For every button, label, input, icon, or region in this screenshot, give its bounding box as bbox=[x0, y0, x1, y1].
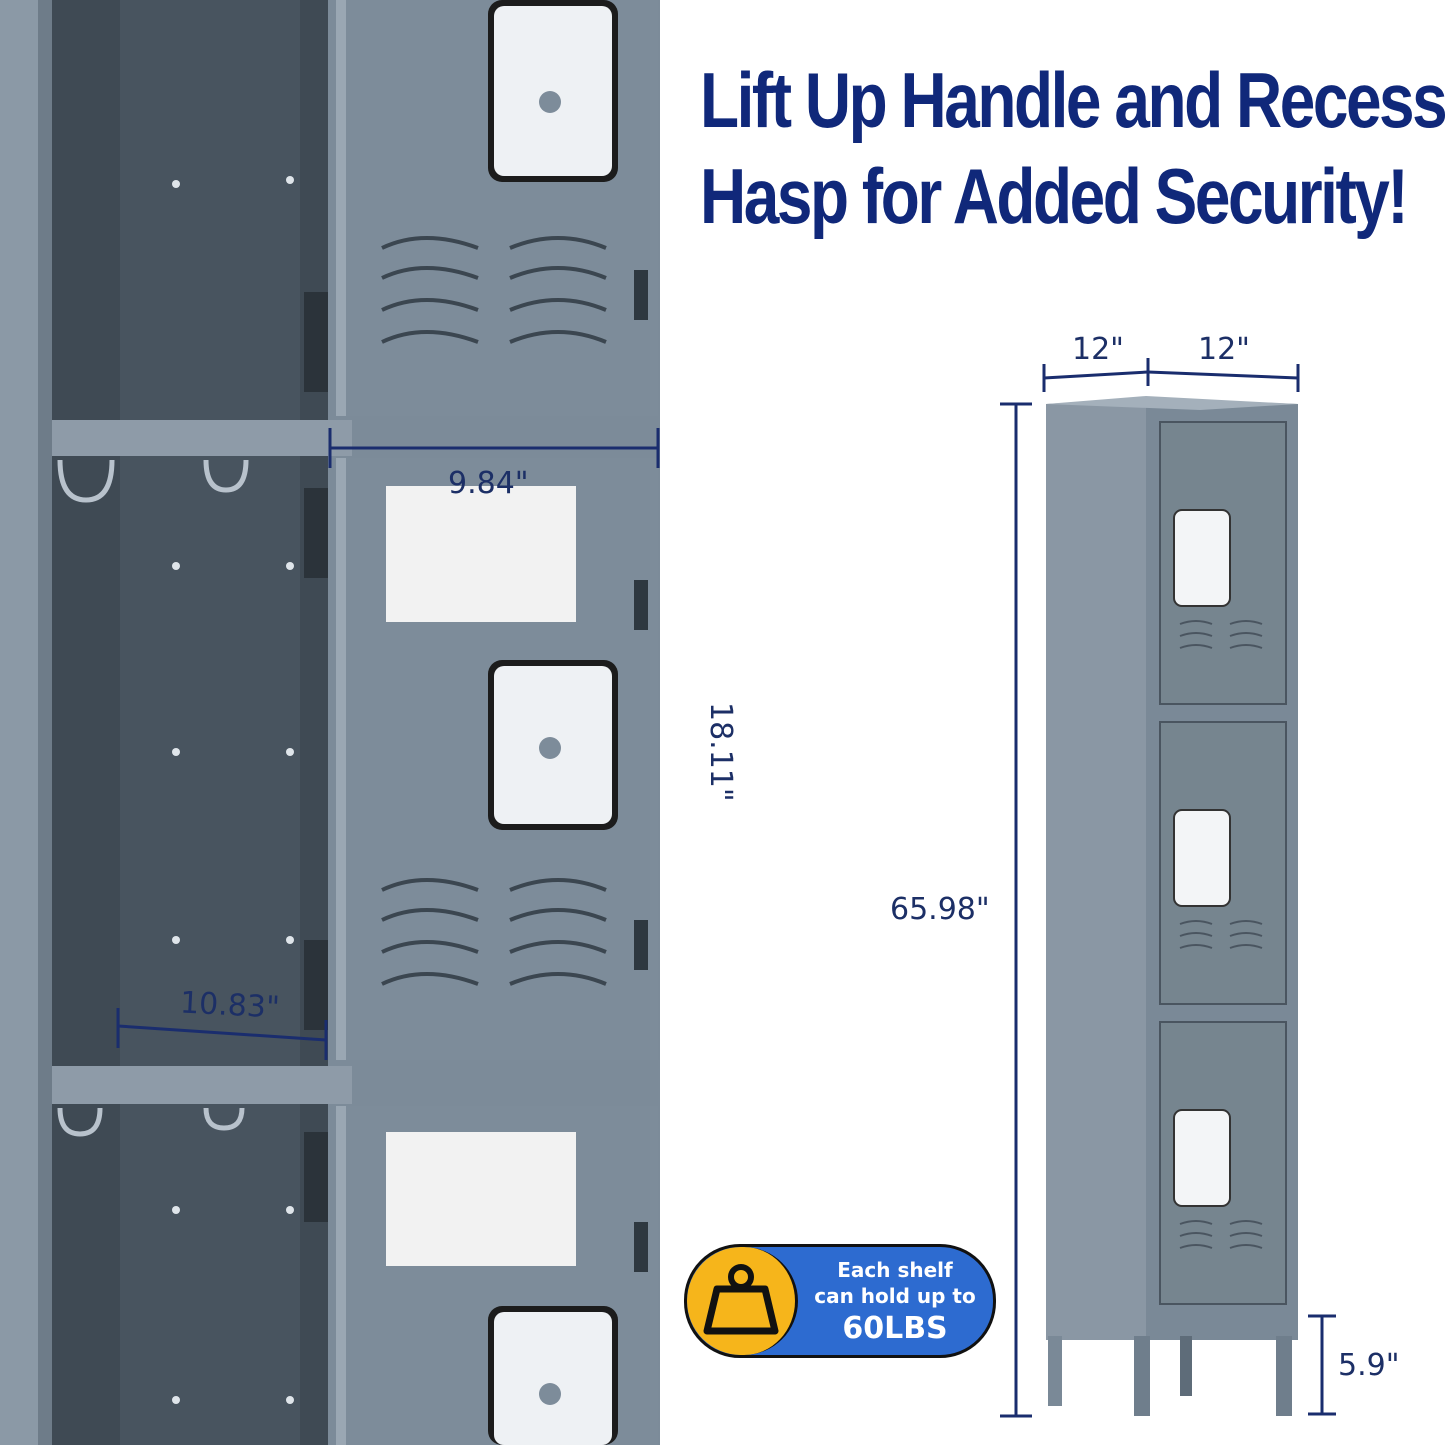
badge-line-2: can hold up to bbox=[814, 1284, 976, 1308]
headline-line-1: Lift Up Handle and Recessed bbox=[700, 56, 1445, 144]
load-capacity-badge: Each shelf can hold up to 60LBS bbox=[684, 1244, 996, 1358]
headline: Lift Up Handle and Recessed Hasp for Add… bbox=[700, 52, 1445, 244]
depth-label: 12" bbox=[1072, 332, 1124, 367]
badge-pill: Each shelf can hold up to 60LBS bbox=[684, 1244, 996, 1358]
weight-icon bbox=[703, 1264, 779, 1335]
width-label: 12" bbox=[1198, 332, 1250, 367]
total-height-label: 65.98" bbox=[890, 892, 990, 927]
inner-width-label: 10.83" bbox=[179, 985, 281, 1026]
badge-line-3: 60LBS bbox=[842, 1311, 948, 1346]
full-locker bbox=[1000, 358, 1336, 1418]
badge-icon-disc bbox=[687, 1247, 798, 1355]
badge-text: Each shelf can hold up to 60LBS bbox=[805, 1257, 985, 1349]
door-width-label: 9.84" bbox=[448, 466, 529, 501]
open-locker-closeup bbox=[0, 0, 660, 1445]
compartment-height-label: 18.11" bbox=[703, 702, 738, 802]
leg-height-label: 5.9" bbox=[1338, 1348, 1400, 1383]
badge-line-1: Each shelf bbox=[837, 1258, 953, 1282]
headline-line-2: Hasp for Added Security! bbox=[700, 152, 1409, 240]
